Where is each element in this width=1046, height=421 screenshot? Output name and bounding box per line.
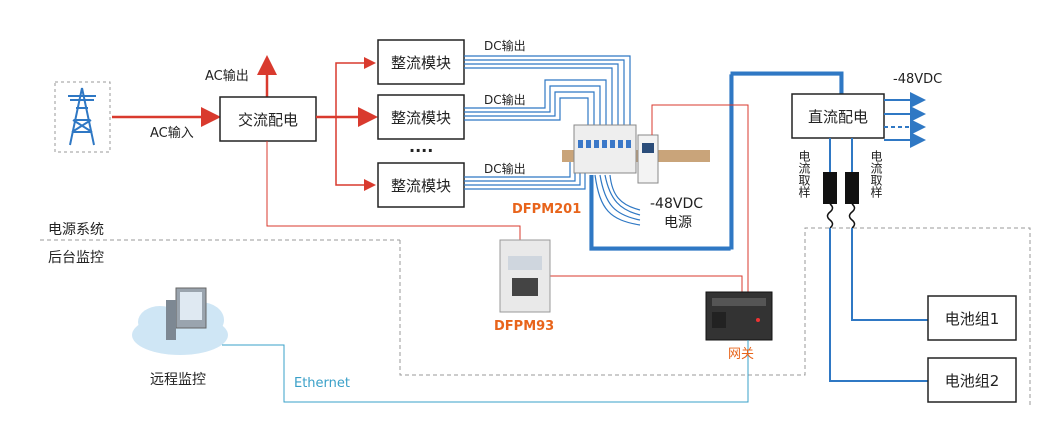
current-sensor-2	[845, 138, 859, 229]
ac-output-label: AC输出	[205, 68, 249, 84]
monitor-region-border	[399, 227, 1031, 408]
ac-sampling-wire	[266, 141, 521, 240]
remote-monitoring-label: 远程监控	[150, 372, 206, 388]
vdc-source-line2: 电源	[664, 215, 692, 231]
dc-out-label-1: DC输出	[484, 38, 526, 53]
rectifier-label-1: 整流模块	[391, 54, 451, 72]
power-system-label: 电源系统	[48, 222, 104, 238]
ethernet-label: Ethernet	[294, 376, 350, 391]
current-sampling-label-1: 电流取样	[797, 150, 811, 198]
rectifier-box-3	[377, 162, 465, 208]
arrow-to-rectifier-1	[335, 57, 376, 117]
battery2-wire	[829, 228, 928, 382]
arrow-to-rectifier-3	[335, 117, 376, 191]
dc-out-label-2: DC输出	[484, 92, 526, 107]
current-sampling-label-2: 电流取样	[869, 150, 883, 198]
battery1-wire	[851, 228, 928, 321]
dc-output-wires	[464, 55, 841, 251]
ellipsis-dots: ....	[409, 137, 433, 156]
battery-group-2-box	[927, 357, 1017, 403]
gateway-label: 网关	[728, 347, 754, 362]
ac-distribution-label: 交流配电	[238, 111, 298, 129]
backend-monitoring-label: 后台监控	[48, 250, 104, 266]
battery-group-1-label: 电池组1	[945, 310, 1000, 328]
rectifier-box-2	[377, 94, 465, 140]
ac-distribution-box	[219, 96, 317, 142]
dc-distribution-box	[791, 93, 885, 139]
dfpm201-comm-wire	[651, 104, 749, 295]
rectifier-box-1	[377, 39, 465, 85]
ethernet-line	[222, 340, 749, 403]
vdc-source-line1: -48VDC	[650, 196, 703, 212]
battery-group-1-box	[927, 295, 1017, 341]
power-tower-icon	[54, 81, 111, 153]
dfpm201-label: DFPM201	[512, 202, 581, 217]
dc-output-voltage-label: -48VDC	[893, 72, 942, 87]
dfpm93-device	[499, 239, 551, 313]
dfpm93-label: DFPM93	[494, 319, 554, 334]
rectifier-label-2: 整流模块	[391, 109, 451, 127]
dc-out-label-3: DC输出	[484, 161, 526, 176]
ac-input-label: AC输入	[150, 125, 194, 141]
current-sensor-1	[823, 138, 837, 229]
rectifier-label-3: 整流模块	[391, 177, 451, 195]
gateway-device	[705, 291, 773, 341]
dc-distribution-label: 直流配电	[808, 108, 868, 126]
main-dc-bus	[590, 71, 844, 250]
remote-computer-icon	[132, 287, 228, 355]
dfpm93-comm-wire	[548, 275, 743, 295]
dfpm201-device	[562, 124, 710, 184]
battery-group-2-label: 电池组2	[945, 372, 1000, 390]
